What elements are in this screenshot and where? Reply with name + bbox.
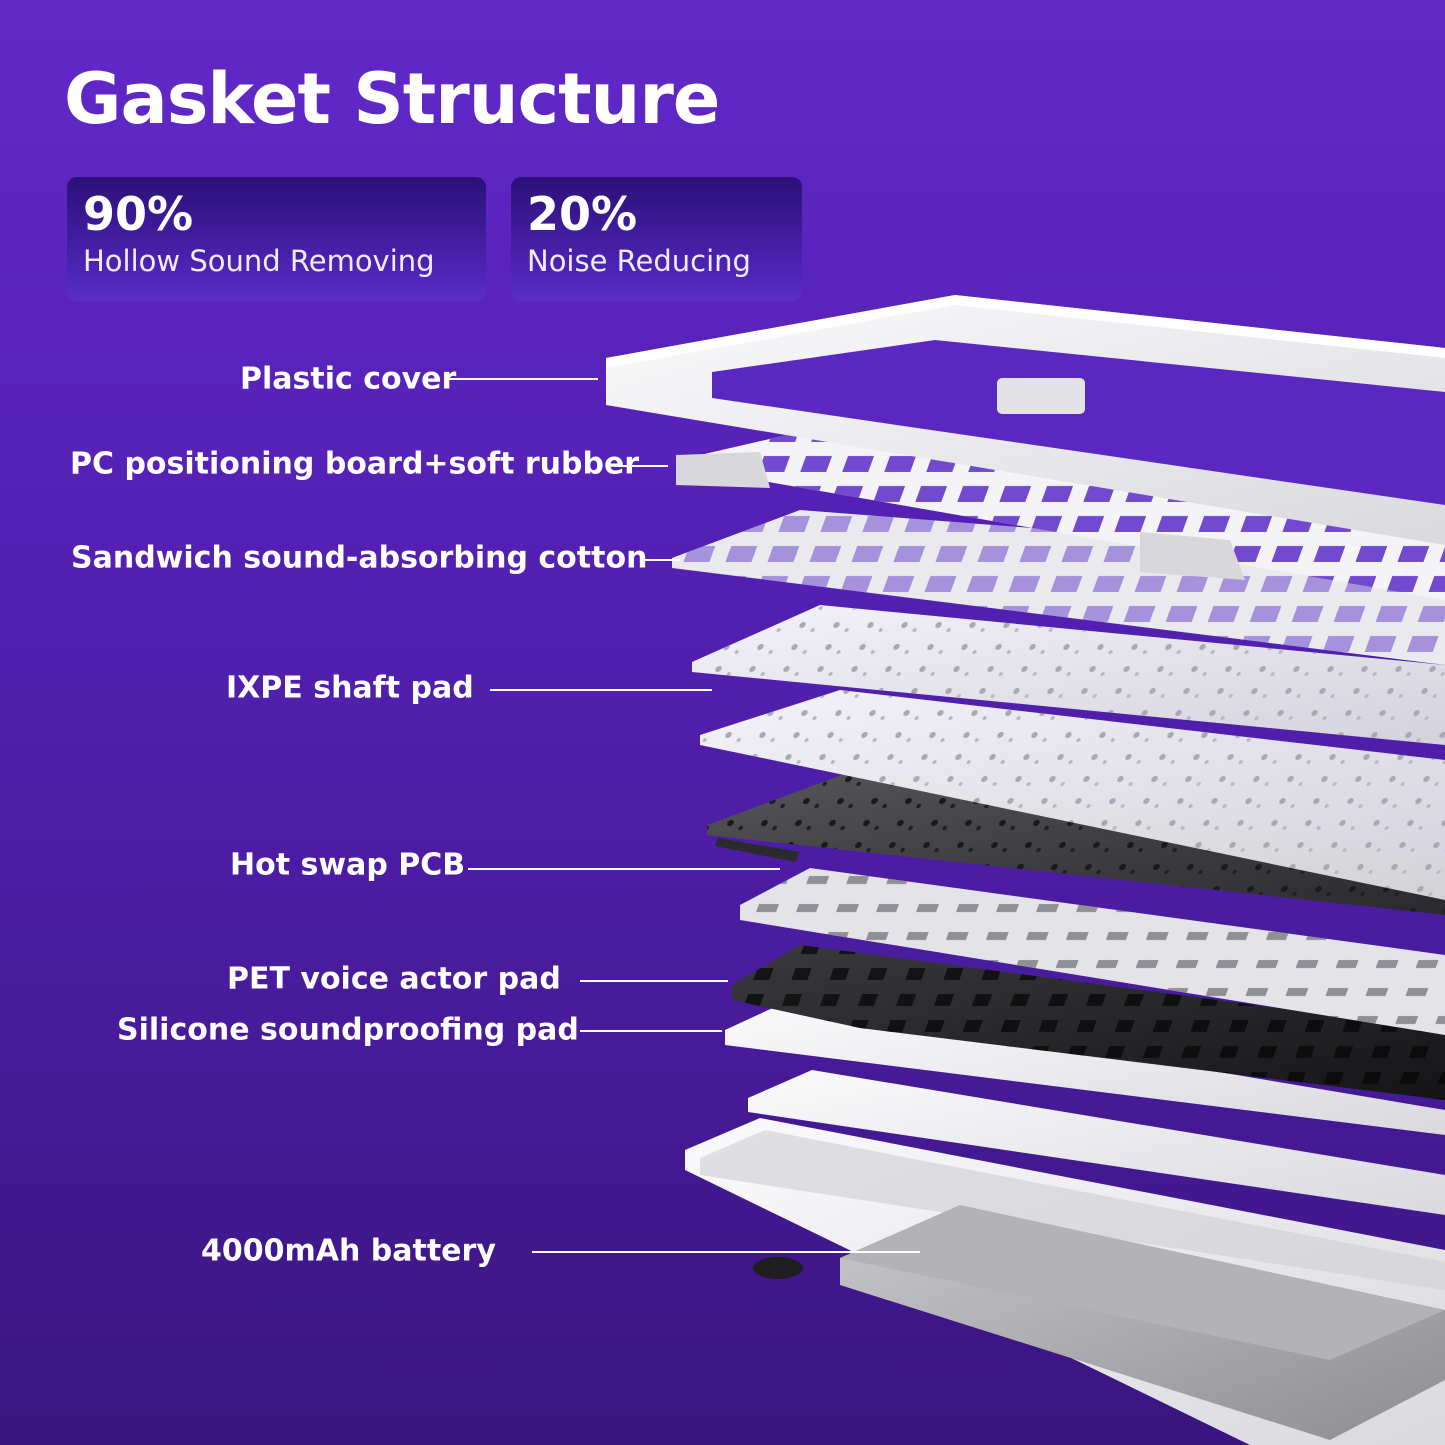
- stat-card-noise-reducing: 20% Noise Reducing: [511, 177, 802, 301]
- plate-layer: [740, 868, 1445, 1035]
- pc-positioning-board: [676, 432, 1445, 600]
- stat-card-hollow-sound: 90% Hollow Sound Removing: [67, 177, 486, 301]
- stat-label: Hollow Sound Removing: [83, 244, 435, 278]
- hot-swap-pcb: [707, 772, 1445, 915]
- plastic-cover: [606, 295, 1445, 545]
- label-ixpe-shaft-pad: IXPE shaft pad: [226, 670, 474, 706]
- label-sandwich-cotton: Sandwich sound-absorbing cotton: [71, 540, 648, 576]
- label-hot-swap-pcb: Hot swap PCB: [230, 847, 466, 883]
- label-silicone-pad: Silicone soundproofing pad: [117, 1012, 579, 1048]
- stat-label: Noise Reducing: [527, 244, 751, 278]
- stat-value: 20%: [527, 187, 638, 241]
- cover-clip: [997, 378, 1085, 414]
- label-pet-pad: PET voice actor pad: [227, 961, 561, 997]
- silicone-pad: [748, 1070, 1445, 1215]
- ixpe-shaft-pad: [692, 605, 1445, 900]
- page-title: Gasket Structure: [64, 58, 720, 140]
- rubber-gasket: [676, 452, 770, 488]
- stat-value: 90%: [83, 187, 194, 241]
- label-plastic-cover: Plastic cover: [240, 361, 457, 397]
- rubber-gasket: [1140, 532, 1245, 580]
- pet-pad: [725, 945, 1445, 1135]
- label-pc-positioning-board: PC positioning board+soft rubber: [70, 446, 640, 482]
- battery-connector: [753, 1257, 803, 1279]
- leader-lines: [448, 378, 920, 1253]
- label-battery: 4000mAh battery: [201, 1233, 496, 1269]
- battery: [753, 1205, 1445, 1440]
